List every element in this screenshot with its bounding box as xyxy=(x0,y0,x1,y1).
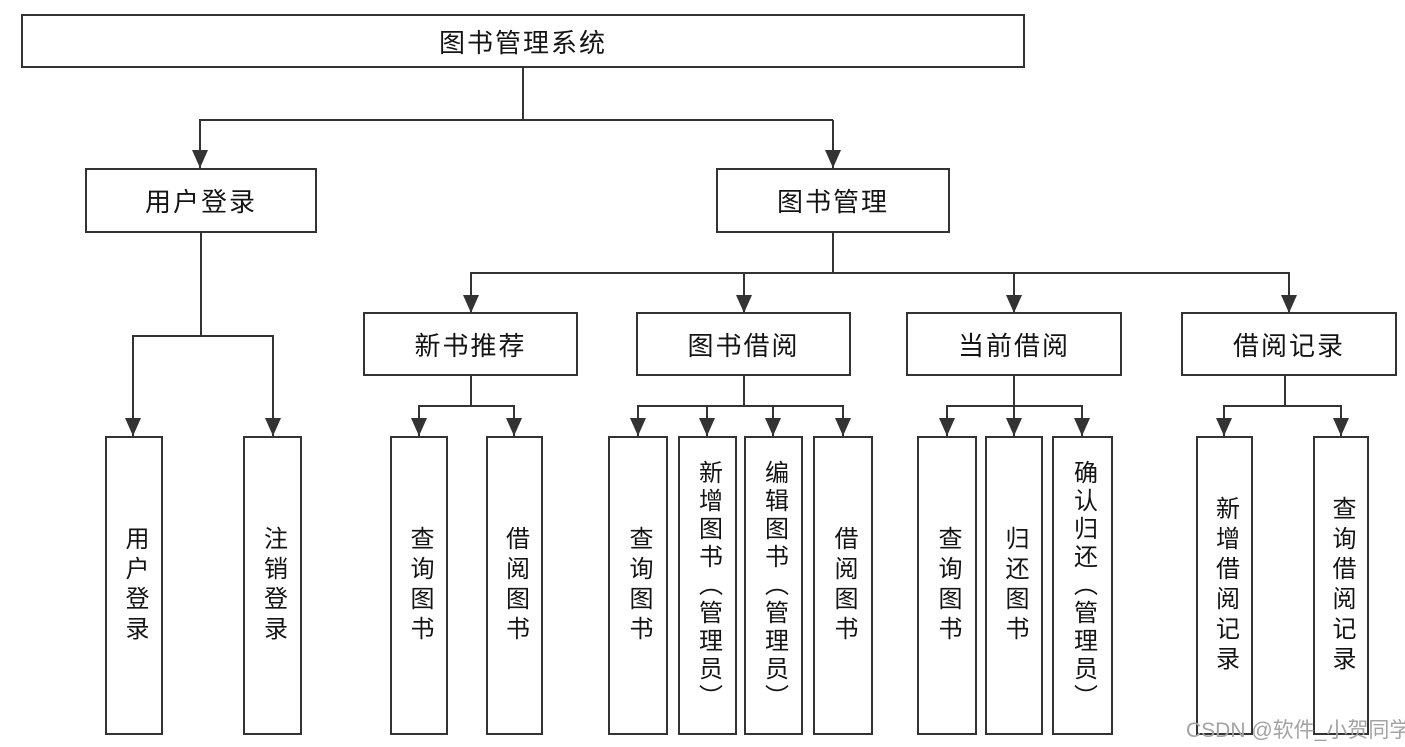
connector-arrow-bb-query xyxy=(637,406,639,436)
node-leaf-br-query-label: 查询借阅记录 xyxy=(1328,495,1355,676)
connector-arrow-bb-edit xyxy=(772,406,774,436)
node-root-label: 图书管理系统 xyxy=(438,27,607,58)
connector-newbooks-stem xyxy=(470,375,472,406)
node-leaf-bb-add: 新增图书（管理员） xyxy=(678,436,737,735)
node-leaf-br-query: 查询借阅记录 xyxy=(1313,436,1369,735)
connector-borrow-stem xyxy=(743,375,745,406)
connector-newbooks-bar xyxy=(418,405,515,407)
connector-level3-bar xyxy=(470,272,1290,274)
node-leaf-bb-borrow: 借阅图书 xyxy=(813,436,873,735)
node-leaf-user-login: 用户登录 xyxy=(105,436,163,735)
node-current-borrow-label: 当前借阅 xyxy=(957,330,1070,361)
node-leaf-nb-borrow-label: 借阅图书 xyxy=(501,525,529,646)
node-leaf-logout-label: 注销登录 xyxy=(259,525,287,646)
node-root: 图书管理系统 xyxy=(21,14,1025,68)
connector-arrow-bb-add xyxy=(706,406,708,436)
connector-records-bar xyxy=(1223,405,1342,407)
connector-arrow-leaf-user-login xyxy=(132,336,134,436)
node-leaf-cb-confirm-label: 确认归还（管理员） xyxy=(1069,459,1097,712)
connector-arrow-br-query xyxy=(1340,406,1342,436)
connector-records-stem xyxy=(1284,375,1286,406)
connector-current-stem xyxy=(1013,375,1015,406)
node-leaf-bb-query: 查询图书 xyxy=(608,436,668,735)
connector-arrow-book-mgmt xyxy=(832,120,834,168)
node-leaf-cb-confirm: 确认归还（管理员） xyxy=(1052,436,1113,735)
node-user-login: 用户登录 xyxy=(85,168,317,233)
connector-level2-bar xyxy=(199,119,833,121)
connector-arrow-new-books xyxy=(470,273,472,313)
connector-arrow-current-borrow xyxy=(1013,273,1015,313)
node-leaf-user-login-label: 用户登录 xyxy=(121,525,148,646)
connector-login-stem xyxy=(200,233,202,336)
connector-arrow-user-login xyxy=(199,120,201,168)
node-leaf-bb-add-label: 新增图书（管理员） xyxy=(694,459,722,712)
node-book-mgmt: 图书管理 xyxy=(716,168,950,233)
node-leaf-cb-query: 查询图书 xyxy=(917,436,977,735)
connector-arrow-cb-query xyxy=(946,406,948,436)
connector-arrow-bb-borrow xyxy=(842,406,844,436)
node-leaf-cb-return-label: 归还图书 xyxy=(1001,525,1028,646)
node-leaf-nb-query: 查询图书 xyxy=(390,436,448,735)
connector-arrow-leaf-logout xyxy=(272,336,274,436)
connector-arrow-cb-confirm xyxy=(1081,406,1083,436)
node-leaf-logout: 注销登录 xyxy=(243,436,302,735)
node-book-mgmt-label: 图书管理 xyxy=(776,187,889,217)
node-book-borrow: 图书借阅 xyxy=(636,312,851,376)
node-new-books-label: 新书推荐 xyxy=(414,330,527,361)
node-leaf-bb-edit: 编辑图书（管理员） xyxy=(744,436,803,735)
connector-arrow-book-borrow xyxy=(743,273,745,313)
node-leaf-cb-query-label: 查询图书 xyxy=(934,525,961,646)
connector-arrow-br-add xyxy=(1223,406,1225,436)
node-user-login-label: 用户登录 xyxy=(144,187,257,217)
node-leaf-cb-return: 归还图书 xyxy=(985,436,1043,735)
connector-arrow-nb-borrow xyxy=(513,406,515,436)
node-borrow-records-label: 借阅记录 xyxy=(1232,330,1345,361)
connector-mgmt-stem xyxy=(832,233,834,273)
node-leaf-nb-borrow: 借阅图书 xyxy=(486,436,543,735)
connector-arrow-borrow-records xyxy=(1288,273,1290,313)
node-leaf-br-add-label: 新增借阅记录 xyxy=(1211,495,1239,676)
node-new-books: 新书推荐 xyxy=(363,312,578,376)
node-book-borrow-label: 图书借阅 xyxy=(687,330,800,361)
connector-arrow-nb-query xyxy=(418,406,420,436)
node-leaf-bb-borrow-label: 借阅图书 xyxy=(830,525,857,646)
watermark-text: CSDN @软件_小贺同学 xyxy=(1186,719,1405,742)
connector-arrow-cb-return xyxy=(1013,406,1015,436)
node-leaf-bb-edit-label: 编辑图书（管理员） xyxy=(760,459,788,712)
node-leaf-nb-query-label: 查询图书 xyxy=(406,525,433,646)
connector-login-bar xyxy=(132,335,274,337)
node-borrow-records: 借阅记录 xyxy=(1181,312,1397,376)
node-current-borrow: 当前借阅 xyxy=(906,312,1122,376)
node-leaf-br-add: 新增借阅记录 xyxy=(1196,436,1253,735)
node-leaf-bb-query-label: 查询图书 xyxy=(625,525,652,646)
connector-borrow-bar xyxy=(637,405,844,407)
connector-root-stem xyxy=(522,68,524,120)
